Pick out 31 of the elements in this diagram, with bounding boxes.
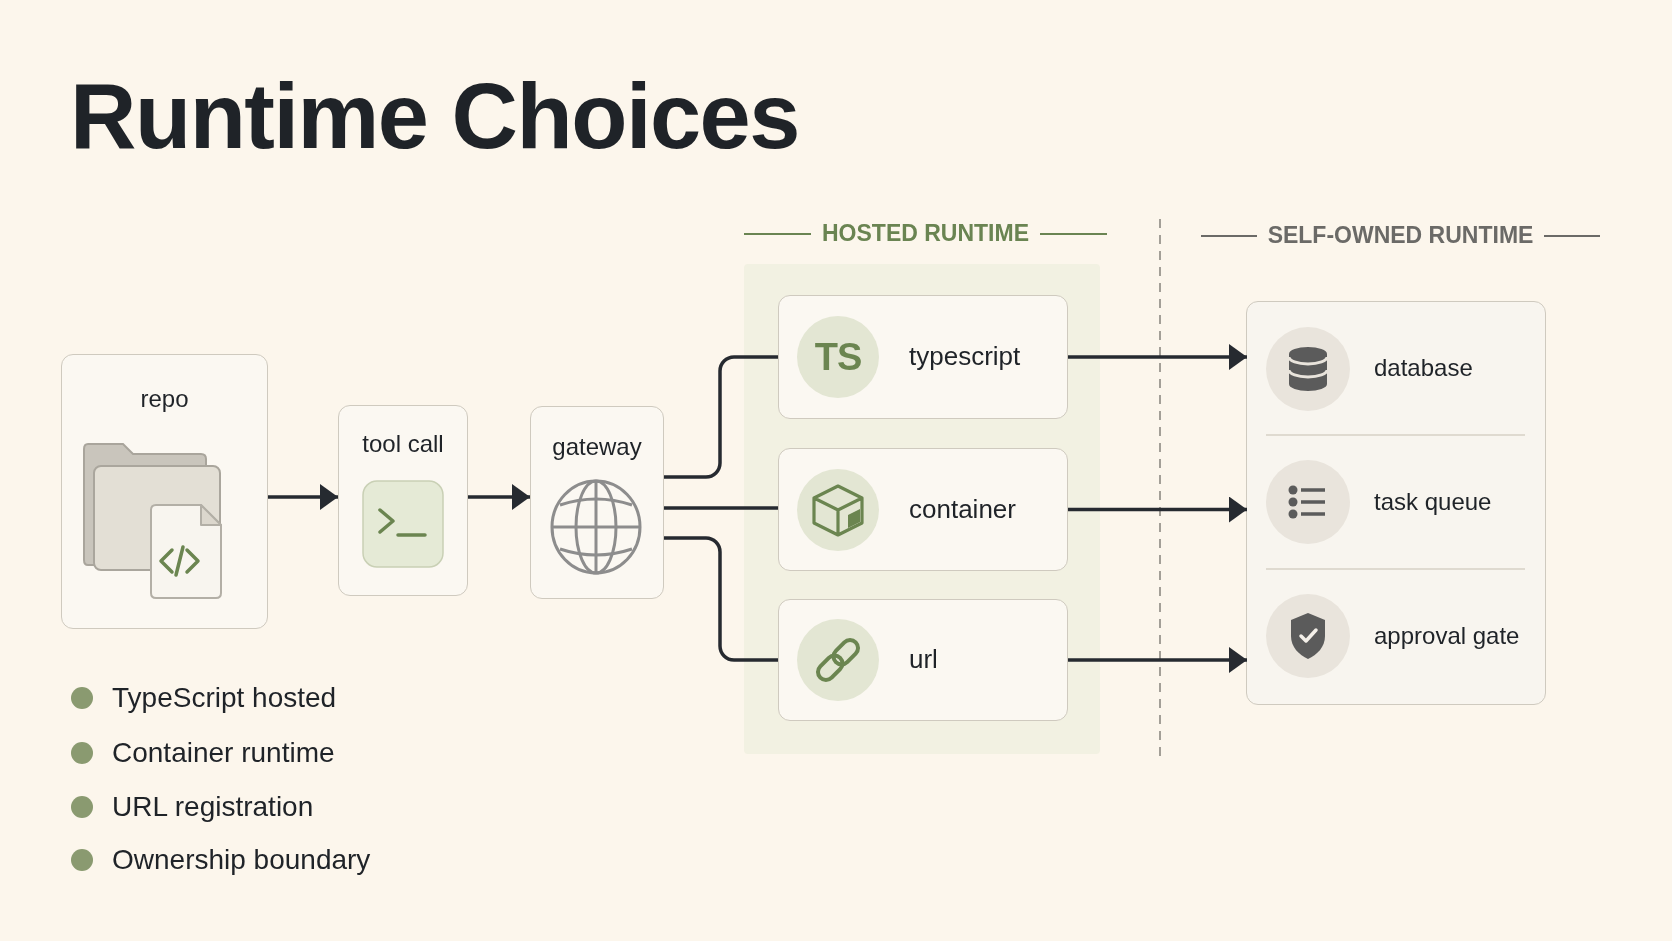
note-text: URL registration [112, 790, 314, 824]
step-card [530, 406, 664, 599]
node-label: typescript [909, 341, 1021, 373]
note-text: Container runtime [112, 736, 335, 770]
connector-line [664, 355, 778, 479]
language-badge: TS [797, 316, 879, 398]
title: Runtime Choices [70, 66, 799, 168]
step-card [61, 354, 268, 629]
group-heading: HOSTED RUNTIME [822, 220, 1029, 248]
node-label: gateway [551, 433, 643, 462]
node-label: task queue [1374, 487, 1492, 517]
runtime-card [778, 295, 1068, 419]
node-label: container [909, 493, 1016, 526]
node-label: url [909, 644, 938, 676]
arrow [268, 484, 338, 510]
connector-line [664, 506, 778, 510]
arrow [468, 484, 530, 510]
note-text: Ownership boundary [112, 843, 371, 877]
node-label: database [1374, 354, 1473, 383]
arrow [1068, 496, 1247, 523]
node-label: tool call [361, 430, 445, 459]
step-card [338, 405, 468, 596]
group-heading: SELF-OWNED RUNTIME [1267, 222, 1534, 250]
arrow [1068, 647, 1247, 673]
node-label: repo [139, 385, 190, 414]
runtime-card [778, 599, 1068, 721]
runtime-card [778, 448, 1068, 571]
connector-line [664, 536, 778, 662]
note-text: TypeScript hosted [112, 681, 337, 715]
node-label: approval gate [1374, 621, 1520, 651]
arrow [1068, 344, 1247, 370]
